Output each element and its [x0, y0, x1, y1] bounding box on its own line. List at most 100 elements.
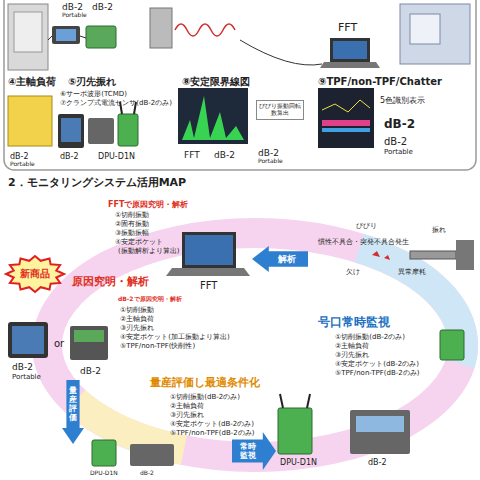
- section-title: 2．モニタリングシステム活用MAP: [8, 177, 186, 190]
- chart-line: [322, 100, 370, 112]
- device: [118, 114, 138, 146]
- label: dB-2で原因究明・解析: [118, 296, 182, 303]
- label: Portable: [384, 148, 413, 156]
- label: ⑧安定限界線図: [182, 76, 250, 88]
- label: ⑤TPF/non-TPF(快削性): [120, 342, 195, 350]
- antenna: [280, 394, 310, 408]
- cable: [48, 36, 86, 40]
- machine-window: [410, 14, 440, 44]
- label: ②主軸負荷: [120, 315, 154, 323]
- label: dB-2: [140, 470, 154, 477]
- device: [92, 440, 116, 466]
- laptop: [182, 232, 236, 268]
- node-text: 解析: [278, 254, 296, 264]
- node-text: 常時監視: [240, 442, 256, 460]
- vibration-wave: [175, 24, 235, 36]
- cycle-ring: [47, 233, 463, 457]
- spindle: [150, 8, 172, 48]
- label: ①切削振動(dB-2のみ): [335, 333, 405, 341]
- new-product-burst: 新商品: [6, 256, 64, 292]
- info-box: びびり振動回転数算出: [256, 100, 304, 120]
- label: 5色識別表示: [380, 96, 425, 105]
- label: ④安定ポケット: [115, 238, 163, 246]
- chart-band: [322, 120, 370, 126]
- machine: [8, 96, 52, 146]
- new-product-burst-fill: [6, 256, 64, 292]
- label: ②主軸負荷: [335, 342, 369, 350]
- device: [70, 326, 108, 360]
- label: DPU-D1N: [98, 152, 135, 161]
- label: dB-2: [12, 362, 33, 372]
- device: [86, 26, 116, 48]
- node-text: 量産評価: [69, 387, 77, 422]
- label: ④安定ポケット(加工振動より算出): [120, 333, 230, 341]
- label: dB-2: [10, 152, 29, 161]
- top-panel: [4, 0, 476, 170]
- label: dB-2: [368, 458, 387, 467]
- label: 欠け: [346, 268, 360, 276]
- label: dB-2: [214, 150, 235, 160]
- label: ①切削振動(dB-2のみ): [170, 393, 240, 401]
- label: 量産評価し最適条件化: [150, 377, 260, 390]
- device: [278, 408, 312, 454]
- label: dB-2: [384, 118, 415, 132]
- label: ③刃先振れ: [170, 411, 204, 419]
- label: 原因究明・解析: [72, 276, 149, 289]
- label: ②固有振動: [115, 220, 149, 228]
- label: ⑤TPF/non-TPF(dB-2のみ): [170, 429, 254, 437]
- chart-peaks: [182, 96, 244, 140]
- laptop-screen: [333, 41, 367, 59]
- label: dB-2: [62, 2, 83, 12]
- label: びびり: [356, 222, 377, 230]
- chart-band: [322, 128, 370, 132]
- label: DPU-D1N: [280, 458, 317, 467]
- label: 振れ: [432, 226, 446, 234]
- label: or: [54, 338, 64, 350]
- label: 異常摩耗: [398, 268, 426, 276]
- laptop-base: [166, 268, 250, 276]
- machine-window: [14, 12, 42, 52]
- device-screen: [356, 416, 404, 432]
- label: ⑤TPF/non-TPF(dB-2のみ): [335, 369, 419, 377]
- label: FFT: [184, 150, 200, 160]
- label: ①切削振動: [115, 211, 149, 219]
- label: dB-2: [60, 152, 79, 161]
- cycle-ring-part: [359, 248, 463, 364]
- device: [440, 330, 464, 360]
- label: ③刃先振れ: [120, 324, 154, 332]
- label: dB-2: [258, 148, 279, 158]
- node-text: 新商品: [20, 268, 50, 280]
- device-screen: [61, 118, 81, 142]
- device: [52, 26, 80, 44]
- node-text: びびり振動回転数算出: [259, 103, 301, 117]
- arrow-shape: 量産評価: [62, 380, 84, 444]
- device-panel: [74, 330, 104, 342]
- label: ⑦クランプ式電流センサ(dB-2のみ): [60, 99, 172, 107]
- arrow-shape-fill: [252, 246, 308, 272]
- device: [58, 114, 84, 148]
- label: ②主軸負荷: [170, 402, 204, 410]
- label: Portable: [62, 12, 87, 19]
- chart-screen: [318, 88, 374, 148]
- label: ③振動振幅: [115, 229, 149, 237]
- laptop-base: [320, 62, 380, 68]
- arrow-shape: 常時監視: [232, 432, 276, 470]
- label: Portable: [258, 158, 283, 165]
- cycle-ring-part: [75, 401, 184, 450]
- chip: [372, 251, 390, 260]
- label: ⑥サーボ波形(TCMD): [60, 90, 127, 98]
- cable: [240, 40, 322, 65]
- label: DPU-D1N: [90, 470, 118, 477]
- arrow-shape: 解析: [252, 246, 308, 272]
- laptop-screen: [185, 235, 233, 265]
- tool-holder: [456, 240, 474, 270]
- machine: [8, 4, 48, 70]
- label: Portable: [10, 161, 35, 168]
- device: [88, 118, 114, 144]
- label: FFTで原因究明・解析: [108, 200, 188, 209]
- label: FFT: [338, 22, 357, 35]
- label: FFT: [200, 280, 217, 292]
- label: dB-2: [80, 366, 101, 376]
- label: 号口常時監視: [318, 316, 390, 330]
